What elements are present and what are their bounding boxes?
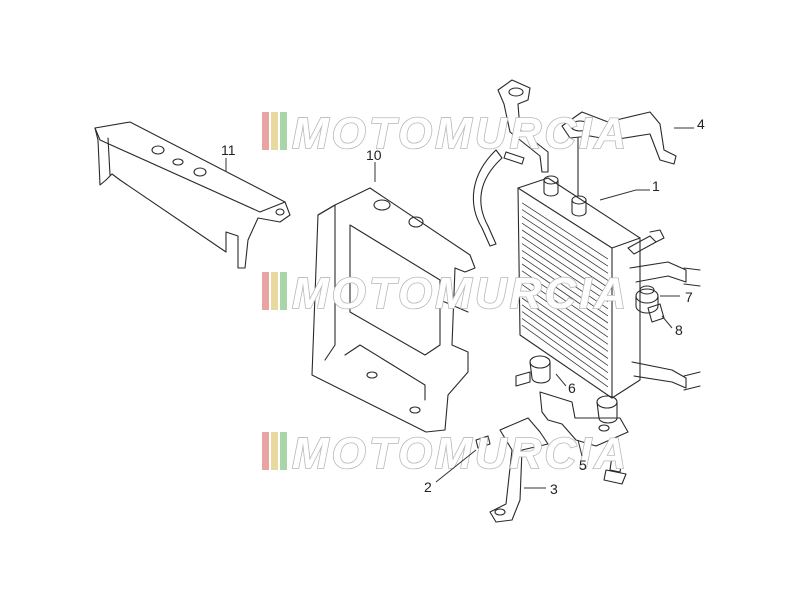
watermark-stripe — [280, 432, 287, 470]
radiator-fin — [521, 290, 609, 352]
callout-5: 5 — [579, 457, 587, 473]
callout-11: 11 — [221, 142, 236, 158]
callout-4: 4 — [697, 116, 705, 132]
watermark-bottom: MOTOMURCIA — [262, 428, 629, 479]
part-5-lower-bracket — [539, 391, 629, 485]
watermark-text: MOTOMURCIA — [292, 269, 629, 318]
part-4-upper-bracket — [561, 111, 677, 197]
part-3-support-bracket — [489, 417, 549, 523]
radiator-fin — [521, 311, 609, 374]
radiator-fin — [521, 243, 609, 303]
part-7-cap — [635, 285, 659, 314]
callout-1: 1 — [652, 178, 660, 194]
radiator-fin — [521, 250, 609, 310]
watermark-text: MOTOMURCIA — [292, 109, 629, 158]
watermark-stripe — [271, 432, 278, 470]
radiator-fin — [521, 304, 609, 366]
part-11-top-bracket — [94, 121, 291, 269]
radiator-fin — [521, 324, 609, 388]
callout-7: 7 — [685, 289, 693, 305]
watermark-stripe — [262, 272, 269, 310]
part-1-radiator — [517, 175, 701, 399]
watermark-stripe — [280, 272, 287, 310]
watermark-top: MOTOMURCIA — [262, 108, 629, 159]
callouts: 11 10 4 1 7 8 6 5 3 2 — [221, 116, 705, 497]
radiator-fin — [521, 256, 609, 317]
callout-6: 6 — [568, 380, 576, 396]
radiator-fin — [521, 270, 609, 331]
radiator-fin — [521, 284, 609, 345]
part-6-grommets — [515, 355, 618, 424]
callout-10: 10 — [366, 147, 382, 163]
radiator-fin — [521, 318, 609, 381]
radiator-fin — [521, 277, 609, 338]
watermark-stripe — [280, 112, 287, 150]
leader-lines — [225, 127, 694, 489]
part-2-screw — [475, 435, 491, 449]
radiator-fin — [521, 202, 609, 260]
radiator-fin — [521, 263, 609, 324]
radiator-fin — [521, 229, 609, 288]
part-hose-strap — [472, 79, 549, 247]
radiator-fin — [521, 297, 609, 359]
part-10-radiator-frame — [311, 187, 476, 433]
watermark-middle: MOTOMURCIA — [262, 268, 629, 319]
watermark-stripe — [262, 432, 269, 470]
radiator-fin — [521, 216, 609, 274]
radiator-fin — [521, 222, 609, 281]
watermark-stripe — [271, 272, 278, 310]
watermark-text: MOTOMURCIA — [292, 429, 629, 478]
watermark-stripe — [271, 112, 278, 150]
radiator-fin — [521, 236, 609, 295]
radiator-fin — [521, 209, 609, 267]
watermark-stripe — [262, 112, 269, 150]
callout-3: 3 — [550, 481, 558, 497]
callout-2: 2 — [424, 479, 432, 495]
callout-8: 8 — [675, 322, 683, 338]
